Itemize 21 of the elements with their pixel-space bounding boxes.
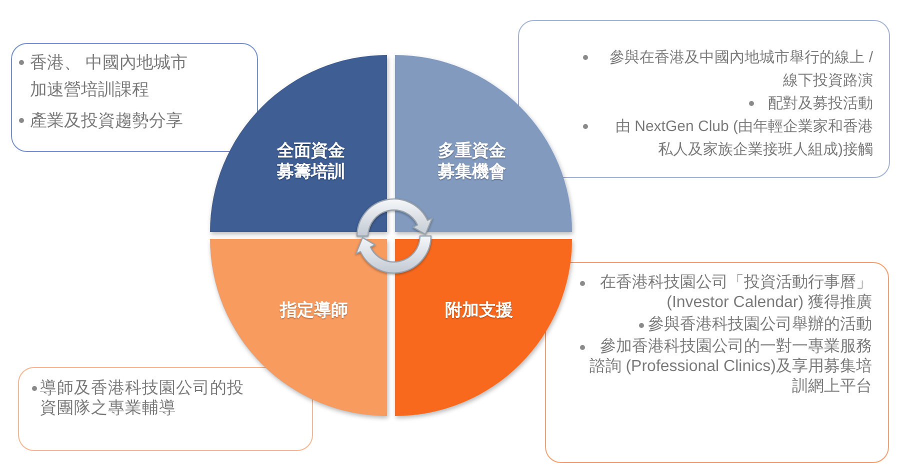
callout-box — [11, 43, 258, 152]
segment-label: 多重資金募集機會 — [437, 140, 507, 182]
callout-box — [518, 20, 890, 178]
segment-label: 全面資金募籌培訓 — [276, 140, 346, 182]
bullet-text: 香港、 中國內地城市加速營培訓課程 — [30, 52, 189, 101]
quarter-circle-segment — [210, 239, 387, 416]
bullet-text: 產業及投資趨勢分享 — [30, 110, 183, 132]
bullet-text: 配對及募投活動 — [768, 94, 873, 114]
bullet-text: 在香港科技園公司「投資活動行事曆」(Investor Calendar) 獲得推廣 — [599, 273, 872, 313]
bullet-text: 導師及香港科技園公司的投資團隊之專業輔導 — [40, 379, 244, 418]
bullet-text: 參與在香港及中國內地城市舉行的線上 /線下投資路演 — [608, 48, 873, 91]
bullet-text: 參與香港科技園公司舉辦的活動 — [648, 315, 872, 335]
bullet-text: 參加香港科技園公司的一對一專業服務諮詢 (Professional Clinics)及享用募集培訓網上平台 — [589, 337, 872, 397]
callout-box — [545, 262, 889, 463]
quarter-circle-segment — [210, 55, 387, 232]
bullet-text: 由 NextGen Club (由年輕企業家和香港私人及家族企業接班人組成)接觸 — [614, 117, 873, 160]
callout-box — [18, 367, 313, 451]
quarter-circle-segment — [395, 239, 572, 416]
segment-label: 附加支援 — [445, 300, 513, 320]
quarter-circle-segment — [395, 55, 572, 232]
segment-label: 指定導師 — [280, 300, 348, 320]
